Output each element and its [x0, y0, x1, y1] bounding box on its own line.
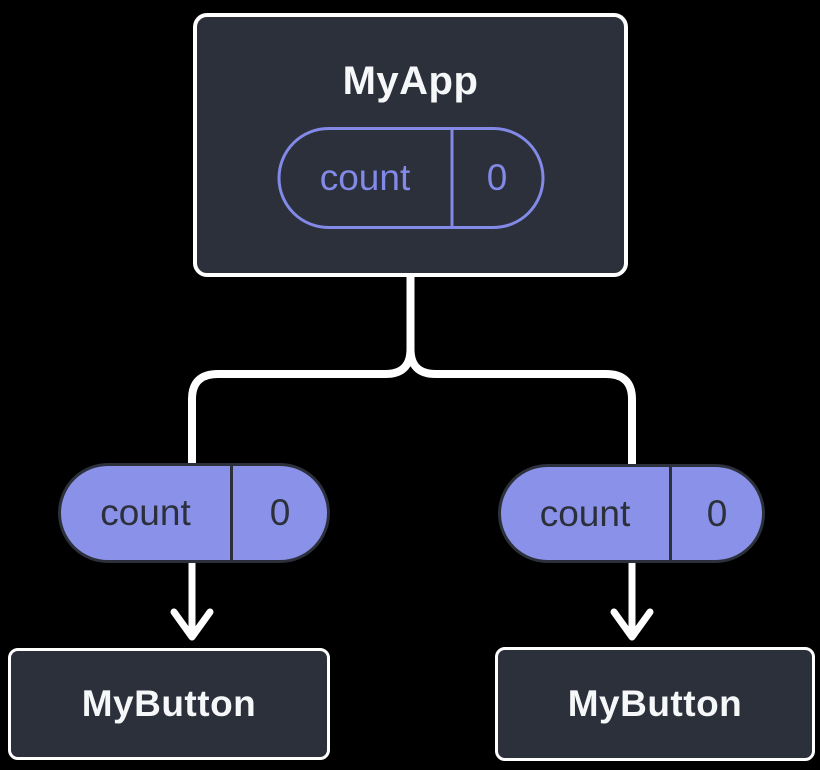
right-arrow-head	[610, 608, 654, 641]
left-prop-value: 0	[269, 492, 291, 533]
left-prop-pill: count 0	[58, 463, 330, 563]
app-state-value: 0	[486, 157, 508, 198]
right-button-node: MyButton	[495, 647, 815, 761]
left-button-node: MyButton	[8, 648, 330, 760]
fork-left-branch-line	[188, 348, 415, 466]
fork-right-branch-line	[406, 348, 636, 467]
right-prop-name: count	[501, 467, 672, 560]
right-prop-pill: count 0	[498, 464, 765, 563]
right-prop-value: 0	[706, 492, 728, 534]
left-prop-name: count	[61, 466, 233, 560]
left-button-node-title: MyButton	[81, 683, 257, 724]
left-arrow-head	[170, 608, 214, 641]
right-button-node-title: MyButton	[567, 683, 743, 724]
app-state-name: count	[280, 130, 453, 226]
app-node-title: MyApp	[342, 59, 479, 103]
app-state-pill: count 0	[277, 127, 544, 229]
app-node: MyApp count 0	[193, 13, 628, 277]
